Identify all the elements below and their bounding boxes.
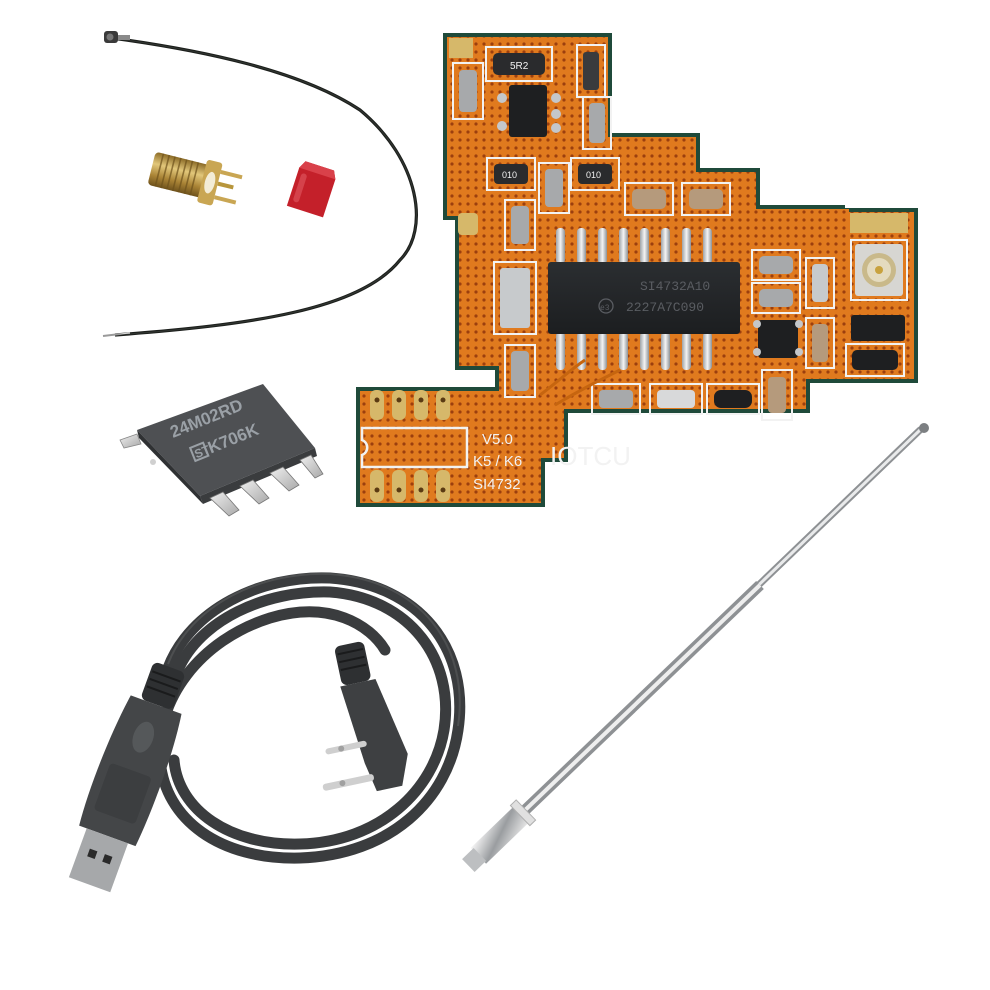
resistor-code-3: 010	[586, 170, 601, 180]
soic8-chip-icon: 24M02RD ST K706K	[119, 384, 324, 517]
usb-programming-cable	[20, 560, 480, 900]
telescopic-antenna-icon	[462, 423, 929, 873]
silk-models: K5 / K6	[473, 453, 522, 470]
resistor-code-1: 5R2	[510, 61, 529, 72]
ic-marking-1: SI4732A10	[640, 279, 710, 294]
ic-marking-2: 2227A7C090	[626, 300, 704, 315]
dust-cap-icon	[286, 161, 336, 218]
silk-brand: IOTCU	[550, 441, 631, 471]
si4732-ic	[548, 262, 740, 334]
e3-logo: e3	[600, 304, 610, 313]
si4732-pcb-module: 5R2 010 010	[340, 25, 930, 515]
silk-chipset: SI4732	[473, 476, 521, 493]
eeprom-chip: 24M02RD ST K706K	[115, 378, 325, 518]
sma-connector	[140, 140, 255, 225]
pcb-board: 5R2 010 010	[356, 33, 918, 507]
resistor-code-2: 010	[502, 170, 517, 180]
programming-cable-icon	[68, 572, 466, 893]
sma-dust-cap	[283, 155, 343, 225]
silk-version: V5.0	[482, 431, 513, 448]
sma-connector-icon	[148, 152, 243, 206]
telescopic-antenna	[450, 415, 940, 875]
st-logo: ST	[192, 442, 212, 461]
